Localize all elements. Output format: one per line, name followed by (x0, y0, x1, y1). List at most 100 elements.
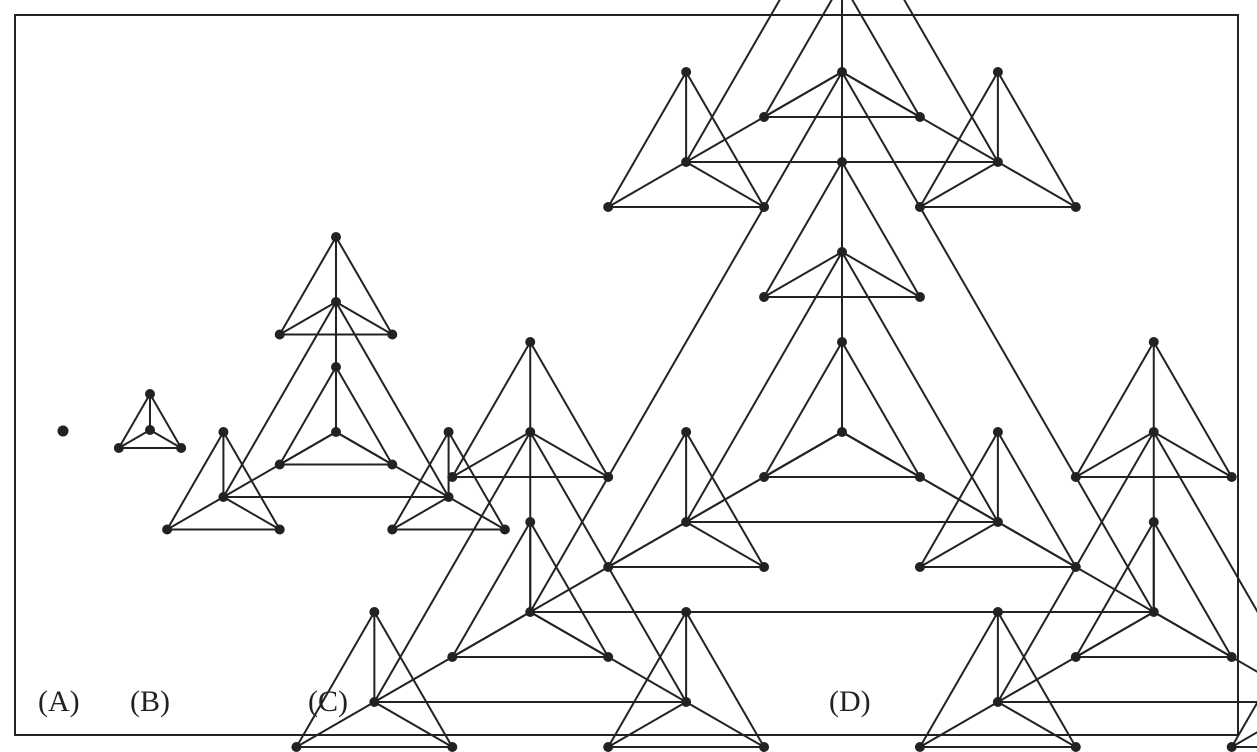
graph-panel-d-node (1070, 742, 1081, 752)
graph-panel-d-edge (529, 71, 843, 613)
graph-panel-d-node (1148, 427, 1159, 437)
graph-panel-c-node (274, 459, 285, 470)
graph-panel-d-edge (841, 251, 999, 523)
graph-panel-d-node (681, 607, 692, 617)
graph-panel-d-node (837, 337, 847, 347)
label-panel-a: (A) (38, 685, 80, 718)
graph-panel-d-node (1148, 607, 1159, 617)
graph-panel-d-node (447, 742, 458, 752)
graph-panel-d-node (837, 157, 847, 167)
graph-panel-d-node (1070, 652, 1081, 662)
graph-panel-d-edge (763, 251, 843, 298)
graph-panel-d-node (369, 697, 380, 707)
graph-panel-d-edge (1074, 341, 1155, 478)
graph-panel-d-node (603, 652, 614, 662)
graph-panel-d-edge (841, 71, 1155, 613)
graph-panel-d-node (914, 742, 925, 752)
graph-panel-d-node (992, 427, 1003, 437)
graph-panel-d-edge (607, 161, 687, 208)
graph-panel-d-node (1226, 742, 1237, 752)
label-panel-b: (B) (130, 685, 170, 718)
graph-panel-c-node (218, 427, 229, 437)
graph-panel-c-edge (335, 301, 393, 336)
graph-panel-d-edge (919, 161, 999, 208)
graph-panel-d-edge (919, 611, 999, 748)
graph-panel-c-edge (278, 236, 337, 335)
graph-panel-d-edge (685, 611, 765, 748)
graph-panel-d-edge (1152, 521, 1233, 658)
label-panel-d: (D) (829, 685, 871, 718)
graph-panel-d-edge (685, 701, 765, 748)
graph-panel-d-edge (841, 251, 921, 298)
graph-panel-c-node (331, 362, 341, 372)
graph-panel-d-edge (685, 521, 765, 568)
graph-panel-d-edge (997, 431, 1077, 568)
graph-panel-c-edge (391, 496, 450, 531)
graph-panel-d-node (914, 112, 925, 122)
graph-panel-d-node (914, 472, 925, 482)
graph-panel-d-node (759, 742, 770, 752)
graph-panel-c-node (162, 524, 173, 535)
graph-panel-c-node (387, 524, 398, 535)
graph-panel-c (162, 232, 510, 535)
graph-panel-d-node (1226, 652, 1237, 662)
graph-panel-d-node (914, 202, 925, 212)
graph-panel-d-node (681, 427, 692, 437)
graph-panel-d-node (681, 157, 692, 167)
graph-panel-d-edge (1152, 341, 1233, 478)
graph-panel-c-node (387, 459, 398, 470)
graph-panel-c-node (218, 492, 229, 502)
graph-panel-d-edge (451, 521, 532, 658)
label-panel-c: (C) (308, 685, 348, 718)
graph-panel-d-node (837, 67, 847, 77)
graph-panel-d-node (914, 292, 925, 302)
graph-panel-c-edge (335, 301, 450, 498)
graph-panel-d-edge (685, 161, 765, 208)
graph-panel-d-edge (919, 521, 999, 568)
graph-panel-d-edge (685, 251, 843, 523)
graph-panel-d-edge (295, 701, 375, 748)
graph-panel-d-edge (763, 161, 843, 298)
graph-panel-d-edge (841, 161, 921, 298)
graph-panel-d-edge (841, 341, 921, 478)
graph-panel-b-node (113, 443, 124, 453)
graph-panel-c-node (499, 524, 510, 535)
graph-panel-c-edge (279, 301, 337, 336)
graph-panel-c-edge (447, 431, 506, 530)
graph-panel-b (113, 389, 187, 453)
graph-panel-c-node (331, 427, 341, 437)
graph-panel-c-edge (222, 301, 337, 498)
graph-panel-c-edge (448, 496, 506, 531)
graph-panel-c-edge (166, 496, 224, 531)
graph-panel-c-node (331, 232, 341, 242)
graph-panel-d-edge (607, 431, 687, 568)
graph-panel-d-node (291, 742, 302, 752)
graph-panel-d-edge (451, 431, 531, 478)
graph-panel-d-edge (1231, 731, 1257, 748)
graph-panel-b-edge (117, 393, 151, 449)
graph-panel-d-node (681, 67, 692, 77)
graph-panel-d-node (837, 427, 847, 437)
graph-panel-c-node (387, 329, 398, 340)
graph-panel-c-node (443, 427, 454, 437)
graph-panel-d-edge (607, 71, 687, 208)
graph-panel-c-node (274, 329, 285, 340)
graph-panel-d-node (369, 607, 380, 617)
graph-panel-d-edge (997, 71, 1077, 208)
graph-panel-d-node (759, 292, 770, 302)
graph-panel-a-node (57, 425, 69, 437)
graph-panel-d-edge (607, 701, 687, 748)
graph-panel-d-node (992, 67, 1003, 77)
graph-panel-d-node (525, 337, 536, 347)
graph-panel-c-edge (335, 236, 394, 335)
graph-panel-d-node (447, 652, 458, 662)
graph-panel-d-node (992, 607, 1003, 617)
graph-panel-d-edge (919, 701, 999, 748)
graph-panel-d-node (525, 607, 536, 617)
graph-panel-d-edge (997, 701, 1077, 748)
graph-panel-c-edge (166, 431, 225, 530)
graph-panel-d-edge (851, 0, 921, 118)
graph-panel-d-edge (451, 341, 532, 478)
graph-panel-d-node (603, 472, 614, 482)
